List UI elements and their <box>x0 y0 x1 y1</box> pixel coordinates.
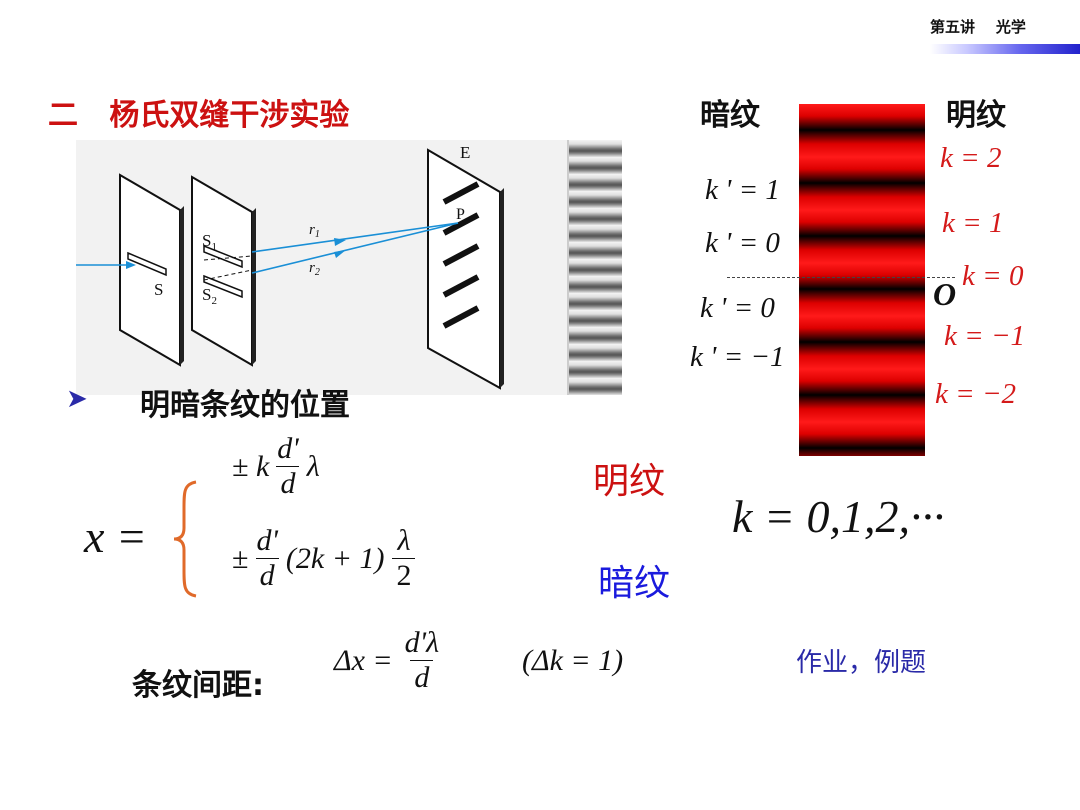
numerator: d' <box>277 432 299 465</box>
fraction-d-prime-over-d: d' d <box>273 432 302 501</box>
ray-s2-dashed <box>203 269 253 281</box>
ray-r2 <box>251 222 459 274</box>
homework-link[interactable]: 作业，例题 <box>796 648 927 678</box>
x-equals: x = <box>84 511 147 562</box>
single-slit-screen-edge <box>180 206 184 365</box>
spacing-label: 条纹间距: <box>132 668 264 703</box>
k-prime-label: k ' = 0 <box>700 292 775 324</box>
bright-fringe-heading: 明纹 <box>946 98 1006 133</box>
k-prime-label: k ' = 0 <box>705 227 780 259</box>
ray-r1-arrow <box>334 238 346 246</box>
k-prime-label: k ' = 1 <box>705 174 780 206</box>
pm: ± <box>232 541 249 575</box>
fringe-photo <box>567 140 622 395</box>
section-title: 二 杨氏双缝干涉实验 <box>48 98 350 133</box>
lambda: λ <box>306 449 320 483</box>
denominator: 2 <box>392 558 416 593</box>
spacing-formula: Δx = d'λ d <box>334 626 443 695</box>
left-brace <box>173 480 197 598</box>
denominator: d <box>276 466 300 501</box>
k-values: k = 0,1,2,··· <box>732 491 945 542</box>
header-gradient-bar <box>930 44 1080 54</box>
observation-screen <box>427 148 501 390</box>
pm-k: ± k <box>232 449 270 483</box>
label-s1: S1 <box>202 231 217 253</box>
bright-formula: ± k d' d λ <box>232 432 320 501</box>
k-label: k = −1 <box>944 320 1026 352</box>
header-title: 第五讲 光学 <box>930 18 1026 36</box>
single-slit <box>127 251 167 277</box>
incident-arrow <box>126 261 136 269</box>
k-label: k = 2 <box>940 142 1002 174</box>
origin-label: O <box>933 276 957 312</box>
observation-screen-edge <box>500 188 504 388</box>
delta-x: Δx = <box>334 643 393 677</box>
fraction-d-prime-lambda-over-d: d'λ d <box>401 626 443 695</box>
numerator: d' <box>256 524 278 557</box>
label-r2: r2 <box>309 260 320 278</box>
label-p: P <box>456 206 465 223</box>
dark-formula: ± d' d (2k + 1) λ 2 <box>232 524 416 593</box>
double-slit-screen-edge <box>252 208 256 365</box>
k-label: k = 0 <box>962 260 1024 292</box>
label-r1: r1 <box>309 222 320 240</box>
ray-r1 <box>251 222 459 253</box>
ray-r2-arrow <box>334 250 346 258</box>
dark-fringe-label: 暗纹 <box>598 563 671 604</box>
k-prime-label: k ' = −1 <box>690 341 785 373</box>
label-s2: S2 <box>202 285 217 307</box>
spacing-condition: (Δk = 1) <box>522 644 624 677</box>
ray-s1-dashed <box>203 255 253 261</box>
fraction-lambda-over-2: λ 2 <box>392 524 416 593</box>
label-s: S <box>154 280 163 299</box>
slit-s1 <box>203 244 243 269</box>
denominator: d <box>255 558 279 593</box>
k-label: k = 1 <box>942 207 1004 239</box>
numerator: λ <box>397 524 411 557</box>
label-e: E <box>460 143 470 162</box>
numerator: d'λ <box>404 626 440 659</box>
bright-fringe-label: 明纹 <box>593 461 666 502</box>
dark-fringe-heading: 暗纹 <box>700 98 760 133</box>
fraction-d-prime-over-d: d' d <box>252 524 281 593</box>
center-axis-line <box>727 277 955 278</box>
double-slit-diagram: E P S1 S2 S r1 r2 <box>76 140 568 395</box>
paren-term: (2k + 1) <box>285 541 385 575</box>
k-label: k = −2 <box>935 378 1017 410</box>
bullet-arrow-icon: ➤ <box>66 384 88 414</box>
screen-fringes <box>442 181 480 329</box>
fringe-strip <box>799 104 925 456</box>
denominator: d <box>410 660 434 695</box>
bullet-label: 明暗条纹的位置 <box>140 388 350 423</box>
